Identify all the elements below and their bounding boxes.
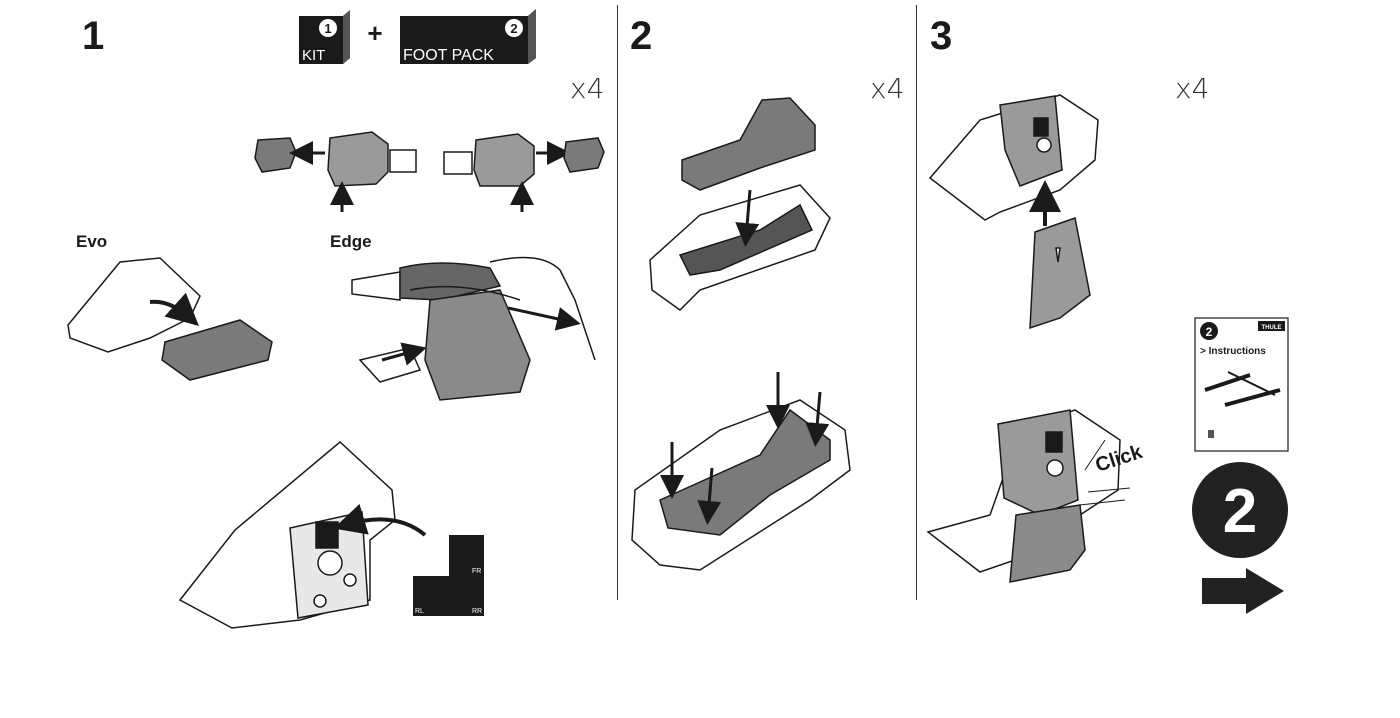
next-arrow-icon [1202, 568, 1284, 614]
foot-position-sticker-illustration [178, 441, 427, 629]
step-1-number: 1 [82, 14, 105, 58]
step-2-multiplier: x4 [870, 72, 905, 105]
pad-insertion-illustration [649, 97, 831, 311]
edge-label: Edge [330, 232, 372, 251]
step-3-number: 3 [930, 14, 953, 58]
kit-number: 1 [324, 21, 331, 36]
next-step-number: 2 [1223, 477, 1257, 546]
edge-foot-illustration [351, 256, 596, 401]
booklet-brand: THULE [1262, 325, 1282, 331]
position-rl: RL [415, 608, 424, 615]
divider-2 [916, 5, 917, 600]
position-fr: FR [472, 568, 481, 575]
booklet-instructions-label: > Instructions [1200, 346, 1266, 357]
step-1-multiplier: x4 [570, 72, 605, 105]
foot-pack-number: 2 [510, 21, 517, 36]
foot-pack-box-icon: 2 FOOT PACK [400, 9, 536, 64]
instruction-booklet-thumbnail: 2 THULE > Instructions [1194, 317, 1289, 452]
plus-sign: + [367, 18, 382, 48]
evo-foot-illustration [67, 257, 273, 381]
divider-1 [617, 5, 618, 600]
next-step-indicator: 2 [1192, 462, 1288, 558]
evo-label: Evo [76, 232, 108, 251]
step-3-multiplier: x4 [1175, 72, 1210, 105]
kit-label: KIT [302, 47, 325, 64]
step-2-number: 2 [630, 14, 653, 58]
foot-pack-label: FOOT PACK [403, 47, 494, 64]
foot-disassembly-right [443, 133, 605, 212]
bracket-assembly-illustration [928, 94, 1099, 330]
foot-disassembly-left [254, 131, 417, 212]
position-rr: RR [472, 608, 482, 615]
position-label-grid: FR RL RR [413, 535, 484, 616]
kit-box-icon: 1 KIT [299, 10, 350, 64]
booklet-number: 2 [1206, 325, 1213, 339]
pad-press-illustration [631, 372, 851, 571]
bracket-click-illustration [926, 409, 1131, 583]
